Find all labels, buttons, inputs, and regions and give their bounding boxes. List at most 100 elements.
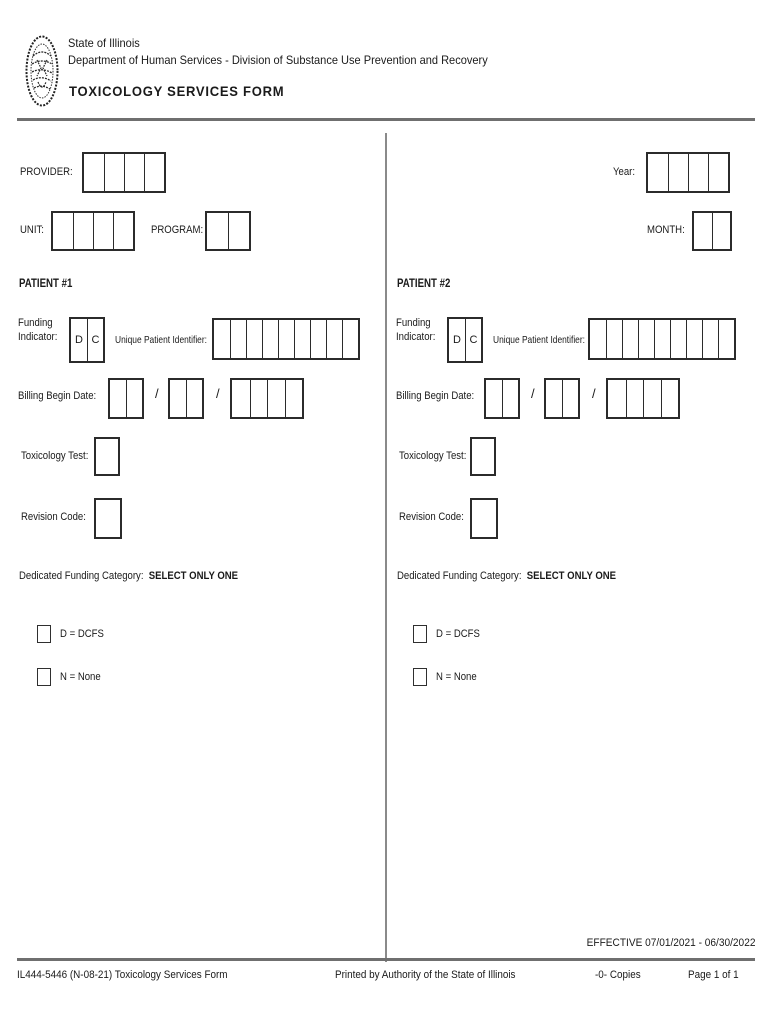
unique-patient-identifier-boxes[interactable] <box>588 318 736 360</box>
funding-indicator-boxes[interactable]: D C <box>447 317 483 363</box>
month-input-boxes[interactable] <box>692 211 732 251</box>
input-cell[interactable] <box>608 380 626 417</box>
form-id: IL444-5446 (N-08-21) Toxicology Services… <box>17 969 228 981</box>
dedicated-funding-category-label: Dedicated Funding Category: <box>397 570 522 582</box>
column-divider <box>385 133 387 962</box>
input-cell[interactable] <box>670 320 686 358</box>
input-cell[interactable] <box>654 320 670 358</box>
unit-label: UNIT: <box>20 224 44 236</box>
input-cell[interactable] <box>113 213 133 249</box>
input-cell[interactable] <box>310 320 326 358</box>
input-cell[interactable] <box>686 320 702 358</box>
input-cell[interactable] <box>267 380 285 417</box>
input-cell[interactable] <box>326 320 342 358</box>
input-cell[interactable] <box>694 213 712 249</box>
toxicology-test-box[interactable] <box>94 437 120 476</box>
funding-code-d[interactable]: D <box>453 334 461 346</box>
input-cell[interactable] <box>124 154 144 191</box>
patient-2-section: PATIENT #2 Funding Indicator: D C Unique… <box>396 270 758 770</box>
billing-year-boxes[interactable] <box>606 378 680 419</box>
input-cell[interactable] <box>643 380 661 417</box>
form-title: TOXICOLOGY SERVICES FORM <box>69 83 285 99</box>
none-checkbox[interactable] <box>37 668 51 686</box>
input-cell[interactable] <box>170 380 186 417</box>
month-label: MONTH: <box>647 224 685 236</box>
revision-code-box[interactable] <box>470 498 498 539</box>
input-cell[interactable] <box>638 320 654 358</box>
input-cell[interactable] <box>214 320 230 358</box>
year-input-boxes[interactable] <box>646 152 730 193</box>
funding-indicator-boxes[interactable]: D C <box>69 317 105 363</box>
input-cell[interactable] <box>73 213 93 249</box>
effective-dates: EFFECTIVE 07/01/2021 - 06/30/2022 <box>586 937 755 949</box>
input-cell[interactable] <box>648 154 668 191</box>
input-cell[interactable] <box>708 154 728 191</box>
input-cell[interactable] <box>284 380 303 417</box>
provider-input-boxes[interactable] <box>82 152 166 193</box>
dcfs-checkbox[interactable] <box>37 625 51 643</box>
input-cell[interactable] <box>688 154 708 191</box>
input-cell[interactable] <box>486 380 502 417</box>
input-cell[interactable] <box>144 154 164 191</box>
billing-day-boxes[interactable] <box>168 378 204 419</box>
funding-code-c[interactable]: C <box>465 319 481 361</box>
input-cell[interactable] <box>702 320 718 358</box>
input-cell[interactable] <box>232 380 250 417</box>
funding-code-d[interactable]: D <box>75 334 83 346</box>
patient-1-section: PATIENT #1 Funding Indicator: D C Unique… <box>18 270 380 770</box>
billing-year-boxes[interactable] <box>230 378 304 419</box>
funding-code-c[interactable]: C <box>87 319 103 361</box>
input-cell[interactable] <box>104 154 124 191</box>
input-cell[interactable] <box>622 320 638 358</box>
none-option-row: N = None <box>37 668 107 686</box>
input-cell[interactable] <box>96 439 118 474</box>
input-cell[interactable] <box>294 320 310 358</box>
patient-2-title: PATIENT #2 <box>397 278 451 290</box>
input-cell[interactable] <box>342 320 358 358</box>
copies-count: -0- Copies <box>595 969 641 981</box>
header-department-line: Department of Human Services - Division … <box>68 53 488 67</box>
input-cell[interactable] <box>126 380 142 417</box>
input-cell[interactable] <box>660 380 679 417</box>
input-cell[interactable] <box>718 320 734 358</box>
input-cell[interactable] <box>96 500 120 537</box>
input-cell[interactable] <box>472 500 496 537</box>
billing-begin-date-label: Billing Begin Date: <box>18 390 97 402</box>
input-cell[interactable] <box>246 320 262 358</box>
program-input-boxes[interactable] <box>205 211 251 251</box>
toxicology-test-box[interactable] <box>470 437 496 476</box>
input-cell[interactable] <box>93 213 113 249</box>
dedicated-funding-category-row: Dedicated Funding Category: SELECT ONLY … <box>19 570 238 582</box>
input-cell[interactable] <box>712 213 730 249</box>
revision-code-box[interactable] <box>94 498 122 539</box>
input-cell[interactable] <box>53 213 73 249</box>
patient-1-title: PATIENT #1 <box>19 278 73 290</box>
unique-patient-identifier-boxes[interactable] <box>212 318 360 360</box>
dcfs-checkbox[interactable] <box>413 625 427 643</box>
input-cell[interactable] <box>110 380 126 417</box>
billing-month-boxes[interactable] <box>484 378 520 419</box>
input-cell[interactable] <box>668 154 688 191</box>
input-cell[interactable] <box>546 380 562 417</box>
input-cell[interactable] <box>278 320 294 358</box>
input-cell[interactable] <box>249 380 268 417</box>
input-cell[interactable] <box>625 380 644 417</box>
input-cell[interactable] <box>207 213 228 249</box>
input-cell[interactable] <box>502 380 518 417</box>
input-cell[interactable] <box>262 320 278 358</box>
none-checkbox[interactable] <box>413 668 427 686</box>
input-cell[interactable] <box>590 320 606 358</box>
billing-month-boxes[interactable] <box>108 378 144 419</box>
input-cell[interactable] <box>186 380 202 417</box>
input-cell[interactable] <box>472 439 494 474</box>
header-rule <box>17 118 755 121</box>
input-cell[interactable] <box>606 320 622 358</box>
input-cell[interactable] <box>562 380 578 417</box>
input-cell[interactable] <box>228 213 249 249</box>
state-seal-icon <box>25 35 59 107</box>
input-cell[interactable] <box>230 320 246 358</box>
input-cell[interactable] <box>84 154 104 191</box>
unit-input-boxes[interactable] <box>51 211 135 251</box>
dcfs-option-label: D = DCFS <box>60 628 104 640</box>
billing-day-boxes[interactable] <box>544 378 580 419</box>
